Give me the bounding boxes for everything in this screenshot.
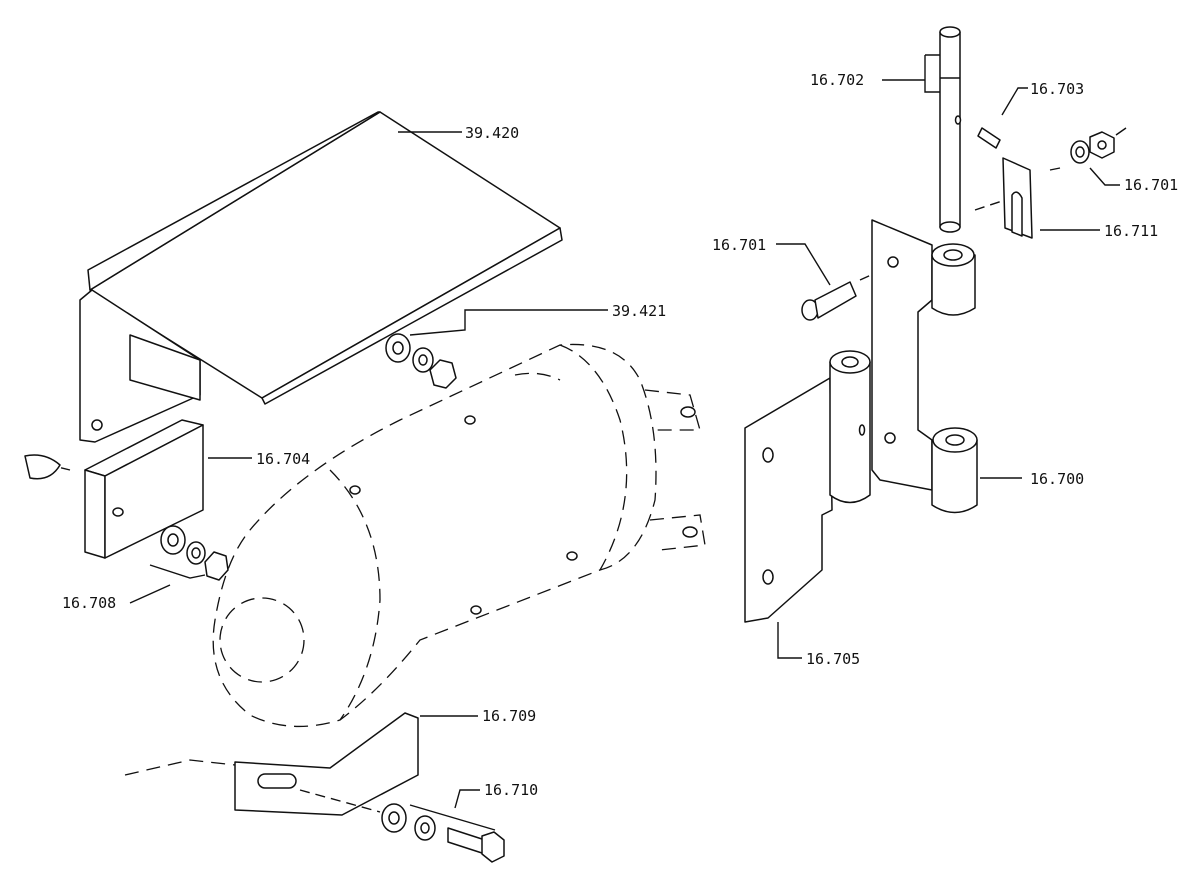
- pad-hardware: [149, 525, 229, 581]
- label-16-701-screw: 16.701: [712, 236, 766, 254]
- roll-pin: [977, 127, 1001, 149]
- label-16-703: 16.703: [1030, 80, 1084, 98]
- label-16-709: 16.709: [482, 707, 536, 725]
- label-16-704: 16.704: [256, 450, 310, 468]
- strap-hardware: [381, 803, 505, 863]
- label-39-420: 39.420: [465, 124, 519, 142]
- tray-bracket: [79, 111, 563, 443]
- label-16-710: 16.710: [484, 781, 538, 799]
- rubber-pad: [24, 419, 204, 559]
- label-16-700: 16.700: [1030, 470, 1084, 488]
- top-nut-washer: [1049, 127, 1127, 171]
- hinge-leaf-upper: [871, 219, 978, 514]
- motor-cylinder-outline: [124, 343, 706, 776]
- label-16-708: 16.708: [62, 594, 116, 612]
- label-16-702: 16.702: [810, 71, 864, 89]
- hinge-leaf-lower: [744, 350, 871, 623]
- label-39-421: 39.421: [612, 302, 666, 320]
- part-number-labels: 39.420 39.421 16.704 16.708 16.709 16.71…: [62, 71, 1178, 799]
- bracket-hardware: [385, 333, 457, 389]
- label-16-701-top: 16.701: [1124, 176, 1178, 194]
- slotted-plate: [974, 157, 1033, 239]
- label-16-705: 16.705: [806, 650, 860, 668]
- label-16-711: 16.711: [1104, 222, 1158, 240]
- leader-lines: [129, 54, 1120, 809]
- mounting-strap: [234, 712, 419, 816]
- hinge-pin: [939, 26, 962, 233]
